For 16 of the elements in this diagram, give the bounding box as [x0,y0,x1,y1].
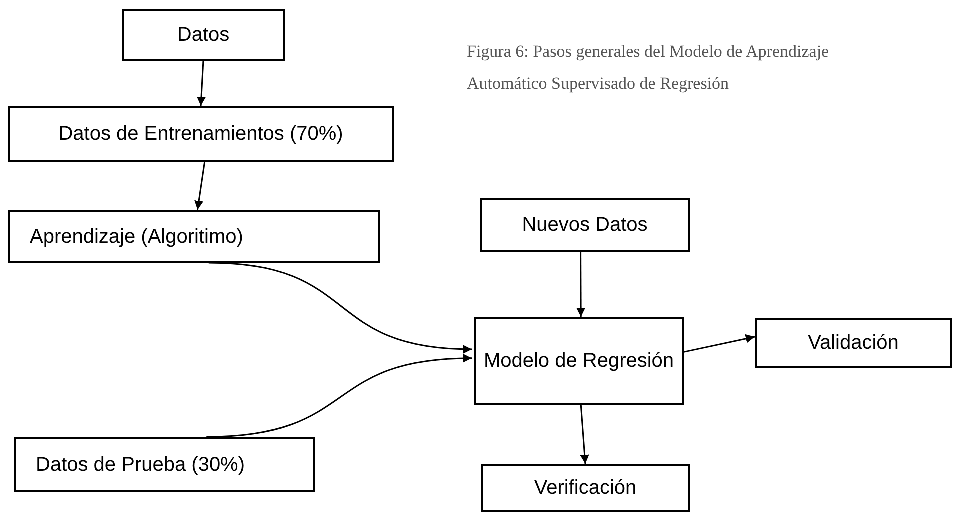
arrow [197,60,206,106]
process-box: Validación [755,318,952,368]
process-box: Aprendizaje (Algoritimo) [8,210,380,263]
process-box: Modelo de Regresión [474,317,684,405]
arrow [684,334,756,353]
arrow [206,354,472,438]
arrow [576,252,586,317]
process-box: Datos de Prueba (30%) [14,437,315,492]
process-box: Datos [122,9,285,61]
arrow [194,162,206,210]
arrow [208,262,472,354]
process-box: Datos de Entrenamientos (70%) [8,106,394,162]
figure-caption: Figura 6: Pasos generales del Modelo de Aprendizaje Automático Supervisado de Regresión [467,41,830,95]
process-box: Verificación [481,464,690,512]
process-box: Nuevos Datos [480,198,690,252]
arrow [580,404,590,464]
